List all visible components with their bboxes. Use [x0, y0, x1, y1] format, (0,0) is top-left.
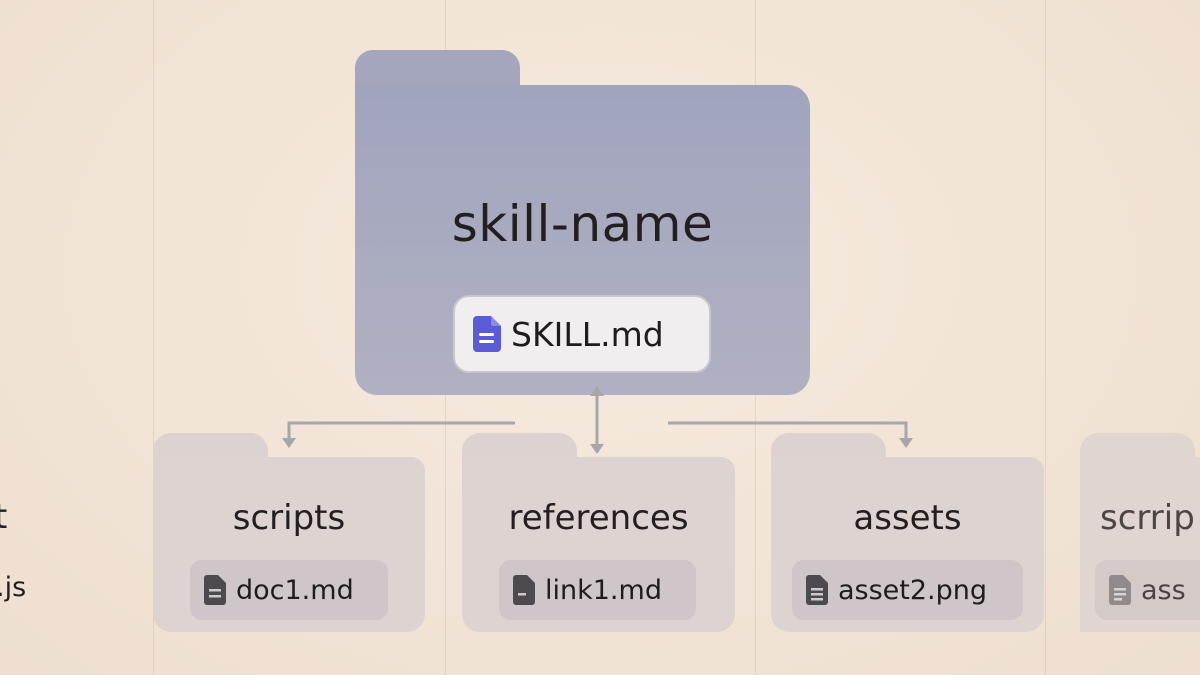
skill-file-name: SKILL.md [511, 314, 664, 354]
arrow-down-icon [899, 438, 913, 448]
document-icon [513, 575, 535, 605]
document-icon [806, 575, 828, 605]
folder-name: scrrip [1100, 498, 1195, 538]
root-folder-name: skill-name [451, 195, 714, 253]
connector-assets [668, 421, 908, 440]
file-chip[interactable]: ass [1095, 560, 1200, 620]
folder-name: assets [853, 498, 962, 538]
skill-file-chip[interactable]: SKILL.md [453, 295, 711, 373]
arrow-down-icon [590, 444, 604, 454]
document-icon [1109, 575, 1131, 605]
document-icon [473, 316, 501, 352]
partial-folder-name-left: t [0, 497, 8, 537]
folder-partial-right[interactable]: scrrip ass [1080, 433, 1200, 632]
file-chip[interactable]: doc1.md [190, 560, 388, 620]
file-name: ass [1141, 574, 1186, 606]
guide-line [153, 0, 154, 675]
file-name: asset2.png [838, 574, 988, 606]
arrow-up-icon [590, 386, 604, 396]
folder-assets[interactable]: assets asset2.png [771, 433, 1044, 632]
partial-file-left: .js [0, 572, 27, 603]
folder-name: references [508, 498, 689, 538]
file-chip[interactable]: asset2.png [792, 560, 1023, 620]
document-icon [204, 575, 226, 605]
folder-name: scripts [232, 498, 346, 538]
guide-line [1045, 0, 1046, 675]
folder-scripts[interactable]: scripts doc1.md [153, 433, 425, 632]
file-chip[interactable]: link1.md [499, 560, 696, 620]
folder-references[interactable]: references link1.md [462, 433, 735, 632]
connector-scripts [287, 421, 515, 440]
root-folder[interactable]: skill-name SKILL.md [355, 50, 810, 395]
arrow-down-icon [282, 438, 296, 448]
file-name: link1.md [545, 574, 662, 606]
file-name: doc1.md [236, 574, 354, 606]
